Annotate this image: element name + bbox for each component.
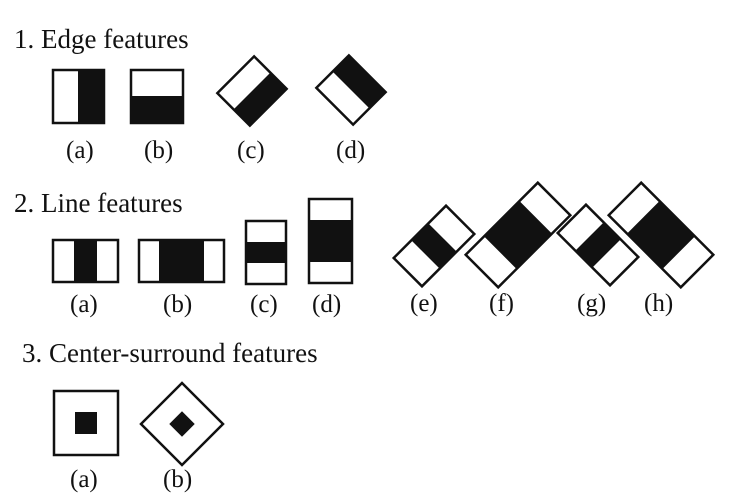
line-feature-a — [51, 238, 120, 284]
center-surround-feature-b-label: (b) — [163, 466, 192, 493]
line-feature-d — [307, 197, 354, 285]
line-feature-g — [555, 202, 641, 288]
edge-feature-a-label: (a) — [66, 137, 94, 164]
line-feature-b-label: (b) — [163, 291, 192, 318]
line-feature-h-label: (h) — [644, 290, 673, 317]
line-feature-g-label: (g) — [577, 290, 606, 317]
edge-feature-c-label: (c) — [237, 137, 265, 164]
edge-feature-d — [314, 53, 388, 127]
line-feature-e — [391, 203, 477, 289]
section-line-features: 2. Line features (a) (b) (c) (d) (e) — [14, 180, 716, 318]
line-feature-c-label: (c) — [250, 291, 278, 318]
edge-feature-a — [51, 68, 106, 125]
edge-feature-c — [215, 54, 289, 128]
line-feature-f — [463, 180, 573, 290]
line-feature-h — [606, 180, 716, 290]
line-feature-b — [137, 238, 226, 284]
center-surround-feature-a — [52, 389, 120, 457]
line-feature-d-label: (d) — [312, 291, 341, 318]
edge-feature-d-label: (d) — [336, 137, 365, 164]
section-title-center-surround: 3. Center-surround features — [22, 338, 318, 368]
line-feature-f-label: (f) — [489, 290, 514, 317]
line-feature-e-label: (e) — [410, 290, 438, 317]
section-title-edge: 1. Edge features — [14, 24, 189, 54]
section-edge-features: 1. Edge features (a) (b) (c) (d) — [14, 24, 388, 164]
center-surround-feature-b — [139, 381, 225, 467]
edge-feature-b-label: (b) — [144, 137, 173, 164]
section-center-surround-features: 3. Center-surround features (a) (b) — [22, 338, 318, 493]
center-surround-feature-a-label: (a) — [70, 466, 98, 493]
line-feature-a-label: (a) — [70, 291, 98, 318]
section-title-line: 2. Line features — [14, 188, 183, 218]
edge-feature-b — [129, 68, 185, 125]
line-feature-c — [244, 219, 288, 286]
